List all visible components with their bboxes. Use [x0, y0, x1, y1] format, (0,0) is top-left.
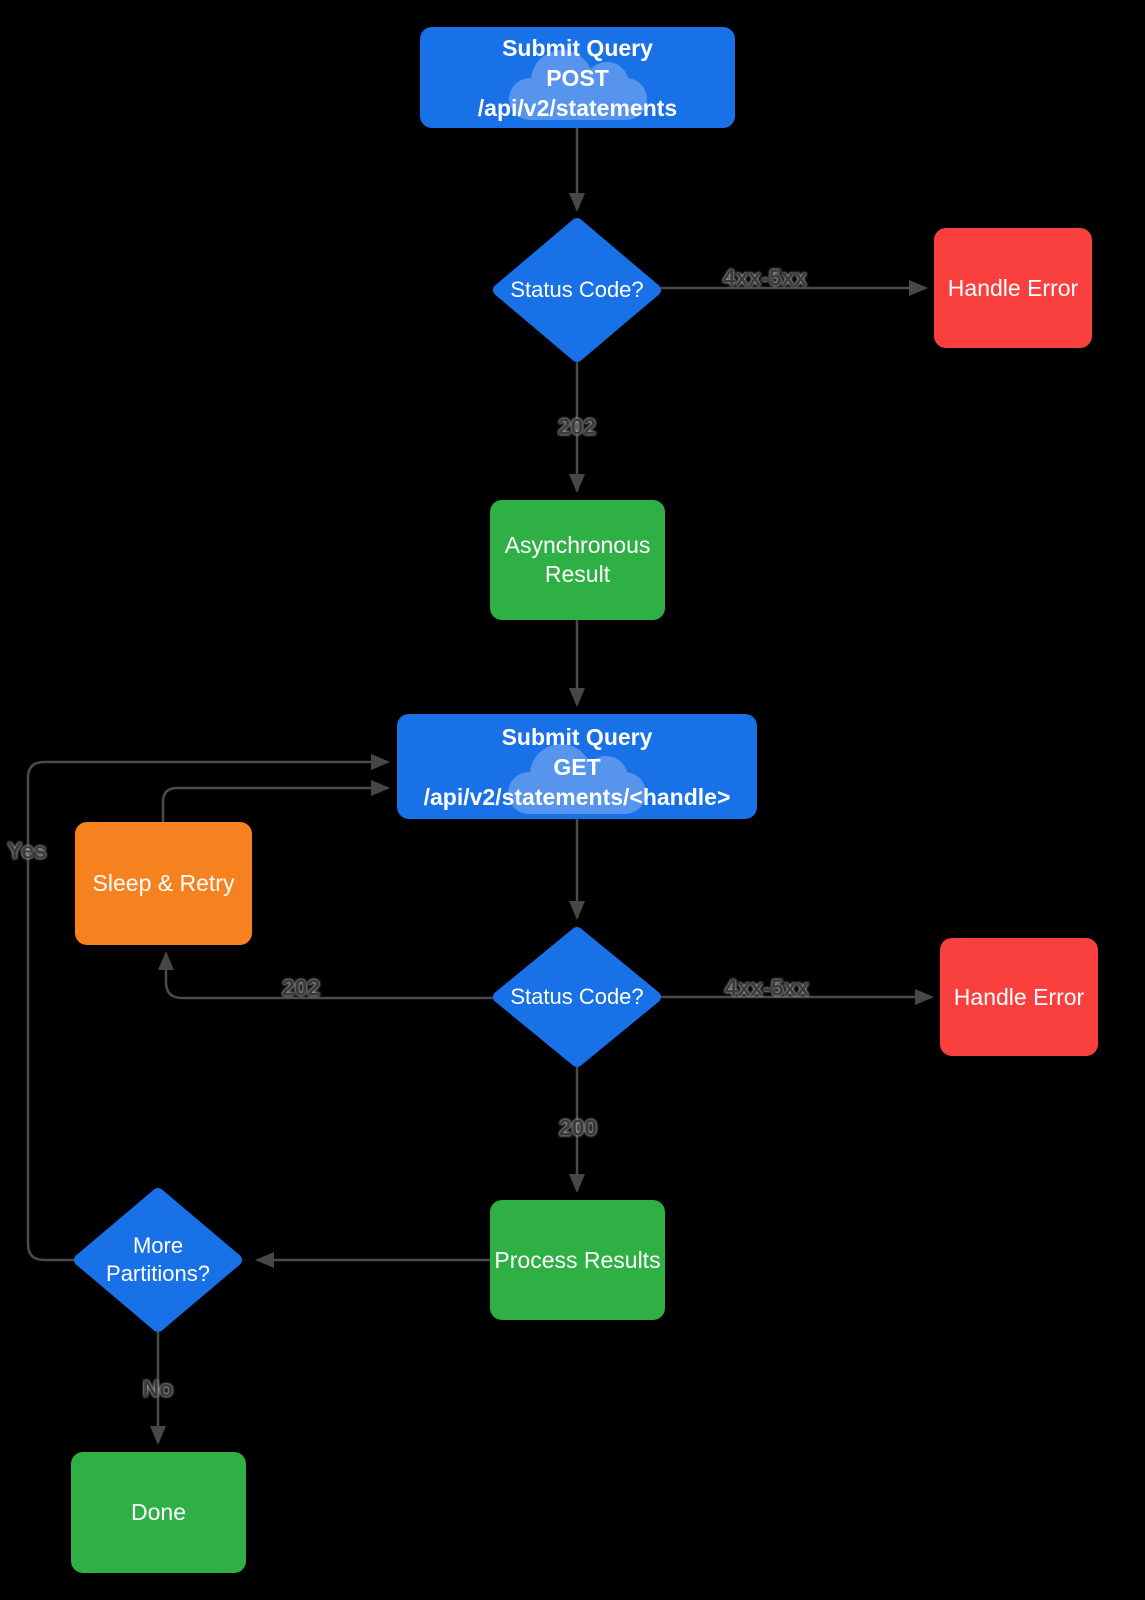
node-submit-query-get: Submit Query GET /api/v2/statements/<han… — [397, 714, 757, 819]
node-handle-error-1: Handle Error — [934, 228, 1092, 348]
diamond-shape — [74, 1188, 242, 1332]
edge-label-yes: Yes — [7, 837, 47, 864]
node-label-line: Asynchronous — [504, 532, 651, 558]
node-label: Done — [131, 1499, 186, 1525]
node-handle-error-2: Handle Error — [940, 938, 1098, 1056]
node-label-line: /api/v2/statements — [477, 94, 678, 121]
node-label-line: POST — [546, 64, 609, 91]
edge-label-error-1: 4xx-5xx — [722, 264, 808, 291]
node-label-line: Submit Query — [502, 34, 653, 61]
edge-status2-to-sleep — [158, 951, 493, 1000]
node-label-line: Submit Query — [501, 723, 653, 750]
cloud-icon — [508, 744, 646, 814]
node-label-line: Partitions? — [106, 1261, 210, 1286]
edge-sleep-to-get — [161, 780, 390, 822]
node-label: Status Code? — [510, 277, 644, 302]
node-status-code-2: Status Code? — [493, 927, 661, 1067]
edge-label-accepted-202: 202 — [557, 413, 597, 440]
node-label-line: More — [132, 1233, 184, 1258]
edge-label-retry-202: 202 — [281, 974, 321, 1001]
node-label: Handle Error — [947, 274, 1079, 301]
node-label-line: /api/v2/statements/<handle> — [423, 783, 731, 810]
node-more-partitions: More Partitions? — [74, 1188, 242, 1332]
diamond-shape — [493, 927, 661, 1067]
node-sleep-retry: Sleep & Retry — [75, 822, 252, 945]
edge-label-ok-200: 200 — [558, 1114, 598, 1141]
cloud-icon — [508, 50, 647, 120]
node-label: Status Code? — [510, 984, 644, 1009]
node-status-code-1: Status Code? — [493, 218, 661, 362]
node-done: Done — [71, 1452, 246, 1573]
edge-label-error-2: 4xx-5xx — [724, 974, 810, 1001]
diamond-shape — [493, 218, 661, 362]
node-label: Sleep & Retry — [92, 870, 235, 896]
node-submit-query-post: Submit Query POST /api/v2/statements — [420, 27, 735, 128]
node-label-line: Result — [544, 561, 611, 587]
node-label: More Partitions? — [74, 1188, 242, 1332]
node-label-line: GET — [553, 753, 601, 780]
node-label: Process Results — [494, 1246, 661, 1273]
node-label: Handle Error — [953, 983, 1085, 1010]
node-asynchronous-result: Asynchronous Result — [490, 500, 665, 620]
node-process-results: Process Results — [490, 1200, 665, 1320]
edge-label-no: No — [142, 1375, 174, 1402]
